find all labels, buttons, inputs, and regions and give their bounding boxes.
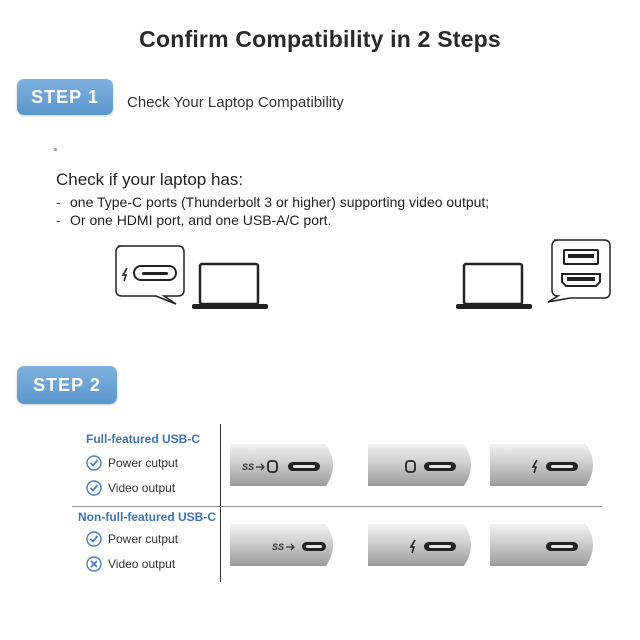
usbc-port-thunderbolt-icon	[490, 444, 593, 486]
usbc-port-ss-dp-icon: SS	[230, 444, 333, 486]
check-circle-icon	[86, 531, 102, 547]
usbc-port-ss-icon: SS	[230, 524, 333, 566]
page-title: Confirm Compatibility in 2 Steps	[139, 26, 501, 52]
svg-text:SS: SS	[242, 462, 254, 472]
hdmi-usba-bubble-icon	[547, 239, 611, 303]
x-circle-icon	[86, 556, 102, 572]
requirement-item: -one Type-C ports (Thunderbolt 3 or high…	[56, 194, 489, 210]
requirement-dash: -	[56, 212, 61, 228]
usbc-bubble-icon	[115, 245, 185, 305]
feature-label: Video output	[108, 557, 176, 571]
feature-label: Video output	[108, 481, 176, 495]
requirement-item: -Or one HDMI port, and one USB-A/C port.	[56, 212, 331, 228]
svg-text:SS: SS	[272, 542, 284, 552]
feature-row: Power cutput	[86, 455, 178, 471]
step2-badge: STEP 2	[17, 366, 117, 404]
requirement-text: one Type-C ports (Thunderbolt 3 or highe…	[70, 194, 490, 210]
decorative-dot	[54, 148, 57, 151]
requirement-text: Or one HDMI port, and one USB-A/C port.	[70, 212, 332, 228]
usbc-port-plain-icon	[490, 524, 593, 566]
feature-row: Video output	[86, 480, 175, 496]
laptop-icon	[192, 262, 268, 309]
check-circle-icon	[86, 455, 102, 471]
usbc-laptop-illustration	[115, 245, 268, 309]
divider	[220, 424, 221, 582]
step1-label: Check Your Laptop Compatibility	[127, 94, 344, 111]
usbc-comparison-table: Full-featured USB-C Power cutput Video o…	[72, 424, 602, 582]
requirement-dash: -	[56, 194, 61, 210]
feature-row: Power cutput	[86, 531, 178, 547]
divider	[72, 506, 602, 507]
non-full-featured-label: Non-full-featured USB-C	[78, 510, 216, 524]
feature-row: Video output	[86, 556, 175, 572]
usbc-port-power-icon	[368, 524, 471, 566]
usbc-port-dp-icon	[368, 444, 471, 486]
feature-label: Power cutput	[108, 456, 179, 470]
feature-label: Power cutput	[108, 532, 179, 546]
full-featured-label: Full-featured USB-C	[86, 432, 200, 446]
check-circle-icon	[86, 480, 102, 496]
check-heading: Check if your laptop has:	[56, 170, 244, 189]
step1-badge: STEP 1	[17, 79, 113, 115]
hdmi-laptop-illustration	[456, 239, 611, 309]
laptop-icon	[456, 262, 532, 309]
